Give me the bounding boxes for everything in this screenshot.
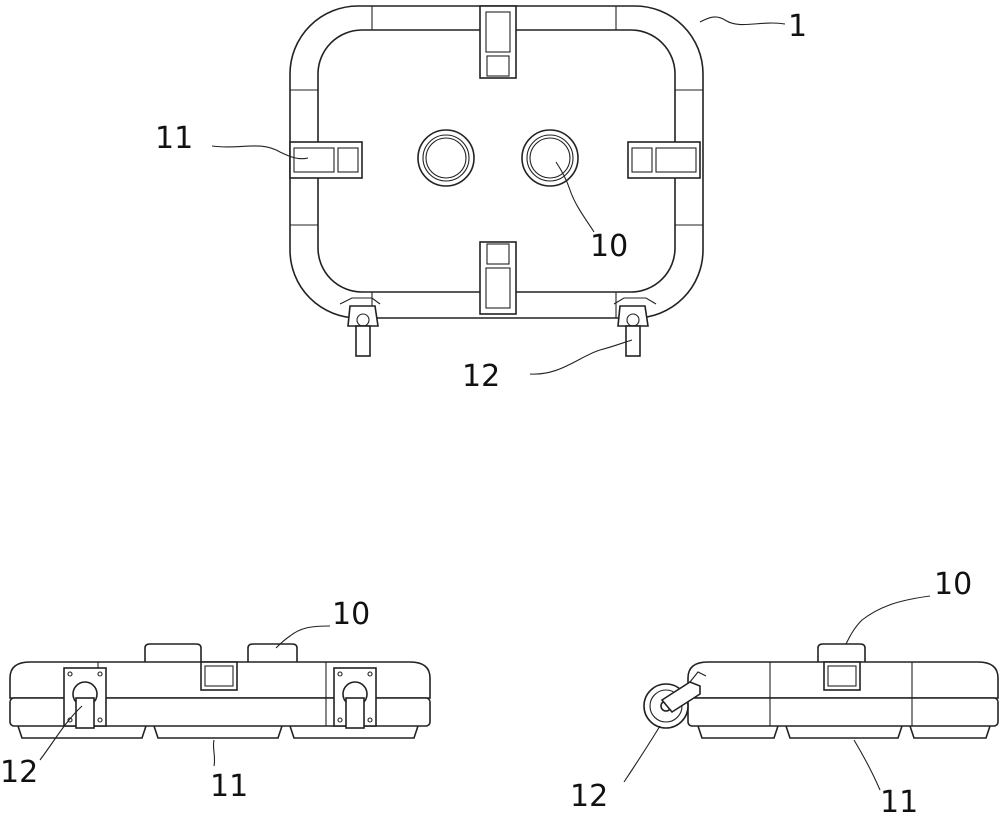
label-12: 12 [462, 359, 500, 394]
front-label-12: 12 [0, 755, 38, 790]
front-label-11: 11 [210, 769, 248, 804]
front-label-10: 10 [332, 597, 370, 632]
front-view: 10 12 11 [0, 597, 430, 804]
label-10: 10 [590, 229, 628, 264]
side-view: 10 12 11 [570, 567, 998, 815]
side-label-10: 10 [934, 567, 972, 602]
side-label-11: 11 [880, 785, 918, 815]
top-caster-left [340, 298, 380, 356]
label-1: 1 [788, 9, 807, 44]
top-view: 1 11 10 12 [155, 6, 807, 394]
side-label-12: 12 [570, 779, 608, 814]
top-caster-right [614, 298, 656, 356]
label-11: 11 [155, 121, 193, 156]
